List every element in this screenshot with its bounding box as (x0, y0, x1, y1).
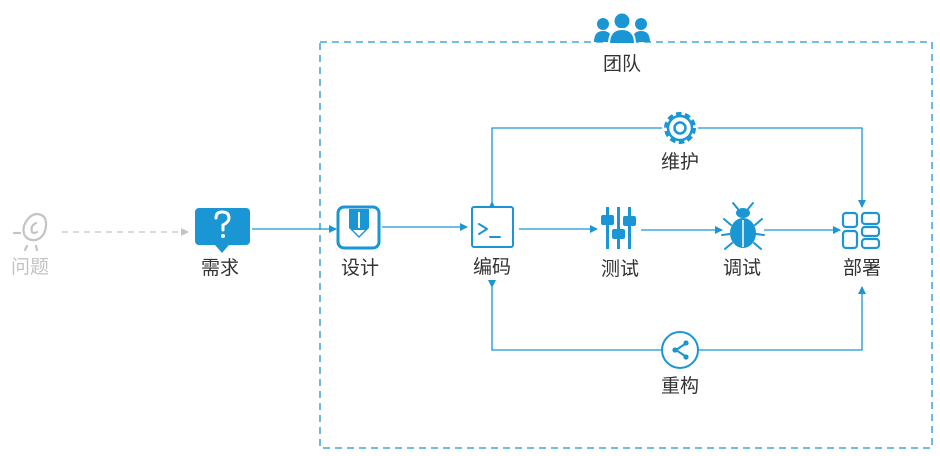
team-boundary (319, 41, 933, 449)
node-label-refactor: 重构 (660, 375, 700, 397)
grid-icon (841, 211, 881, 250)
node-label-maintain: 维护 (660, 151, 700, 173)
node-label-deploy: 部署 (842, 257, 882, 279)
node-label-design: 设计 (340, 257, 380, 279)
team-label: 团队 (602, 53, 642, 75)
node-label-test: 测试 (600, 258, 640, 280)
question-icon (195, 208, 250, 253)
pen-icon (336, 205, 381, 250)
share-icon (661, 331, 699, 369)
gear-icon (662, 110, 698, 146)
lightbulb-icon (12, 212, 48, 252)
team-icon (594, 11, 650, 45)
sliders-icon (601, 207, 636, 249)
node-label-problem: 问题 (10, 256, 50, 278)
node-label-require: 需求 (200, 257, 240, 279)
node-label-debug: 调试 (722, 257, 762, 279)
terminal-icon (471, 206, 514, 248)
node-label-code: 编码 (472, 256, 512, 278)
bug-icon (721, 202, 765, 250)
